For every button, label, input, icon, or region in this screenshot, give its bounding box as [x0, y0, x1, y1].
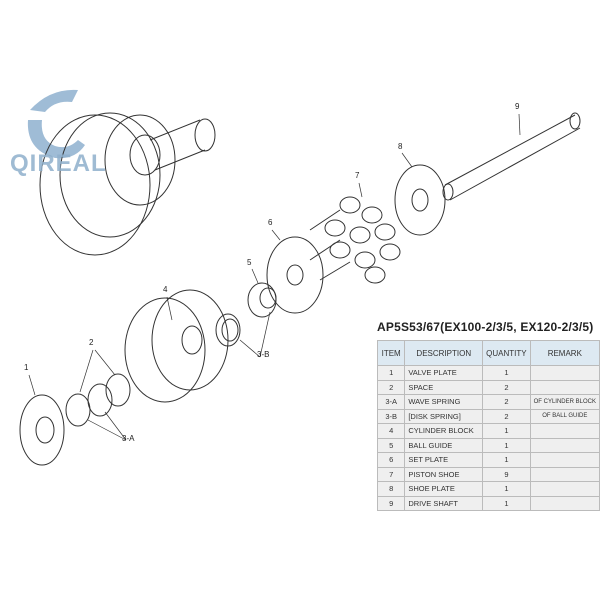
label-2: 2 — [89, 338, 94, 347]
set-plate — [266, 236, 324, 314]
cell-qty: 9 — [482, 466, 531, 482]
header-remark: REMARK — [529, 340, 600, 366]
cell-qty: 1 — [482, 481, 531, 497]
cell-qty: 2 — [482, 394, 531, 410]
cell-remark — [529, 452, 600, 468]
cell-desc: CYLINDER BLOCK — [404, 423, 484, 439]
valve-plate — [19, 394, 65, 466]
cell-remark — [529, 379, 600, 395]
cell-desc: WAVE SPRING — [404, 394, 484, 410]
cell-desc: SHOE PLATE — [404, 481, 484, 497]
label-3b: 3-B — [257, 350, 270, 359]
cell-remark — [529, 437, 600, 453]
cylinder-block — [124, 289, 229, 403]
spacers-springs — [65, 373, 131, 427]
cell-item: 3-A — [376, 394, 406, 410]
cell-remark — [529, 423, 600, 439]
cell-qty: 1 — [482, 495, 531, 511]
cell-qty: 1 — [482, 423, 531, 439]
cell-item: 9 — [376, 495, 406, 511]
header-quantity: QUANTITY — [482, 340, 531, 366]
cell-remark — [529, 466, 600, 482]
label-4: 4 — [163, 285, 168, 294]
cell-desc: SPACE — [404, 379, 484, 395]
table-title: AP5S53/67(EX100-2/3/5, EX120-2/3/5) — [377, 320, 594, 334]
label-7: 7 — [355, 171, 360, 180]
cell-item: 2 — [376, 379, 406, 395]
cell-remark — [529, 365, 600, 381]
label-9: 9 — [515, 102, 520, 111]
drive-shaft — [442, 112, 581, 201]
shoe-plate — [394, 164, 446, 236]
cell-desc: VALVE PLATE — [404, 365, 484, 381]
cell-desc: PISTON SHOE — [404, 466, 484, 482]
cell-remark: OF CYLINDER BLOCK — [529, 394, 600, 410]
header-item: ITEM — [376, 340, 406, 366]
label-8: 8 — [398, 142, 403, 151]
cell-item: 5 — [376, 437, 406, 453]
cell-desc: DRIVE SHAFT — [404, 495, 484, 511]
ball-guide — [247, 282, 277, 318]
cell-item: 4 — [376, 423, 406, 439]
watermark-logo: QIREAL — [10, 150, 107, 177]
cell-desc: [DISK SPRING] — [404, 408, 484, 424]
leader-lines — [28, 113, 521, 441]
logo-mark — [27, 89, 85, 159]
cell-qty: 1 — [482, 452, 531, 468]
pump-assembly — [39, 112, 216, 256]
cell-qty: 2 — [482, 379, 531, 395]
cell-desc: SET PLATE — [404, 452, 484, 468]
cell-item: 8 — [376, 481, 406, 497]
cell-item: 1 — [376, 365, 406, 381]
label-3a: 3-A — [122, 434, 135, 443]
cell-remark: OF BALL GUIDE — [529, 408, 600, 424]
cell-remark — [529, 481, 600, 497]
cell-qty: 2 — [482, 408, 531, 424]
label-5: 5 — [247, 258, 252, 267]
cell-item: 3-B — [376, 408, 406, 424]
cell-item: 6 — [376, 452, 406, 468]
label-1: 1 — [24, 363, 29, 372]
header-description: DESCRIPTION — [404, 340, 484, 366]
pistons — [309, 196, 401, 284]
cell-desc: BALL GUIDE — [404, 437, 484, 453]
cell-item: 7 — [376, 466, 406, 482]
label-6: 6 — [268, 218, 273, 227]
cell-qty: 1 — [482, 437, 531, 453]
cell-remark — [529, 495, 600, 511]
cell-qty: 1 — [482, 365, 531, 381]
